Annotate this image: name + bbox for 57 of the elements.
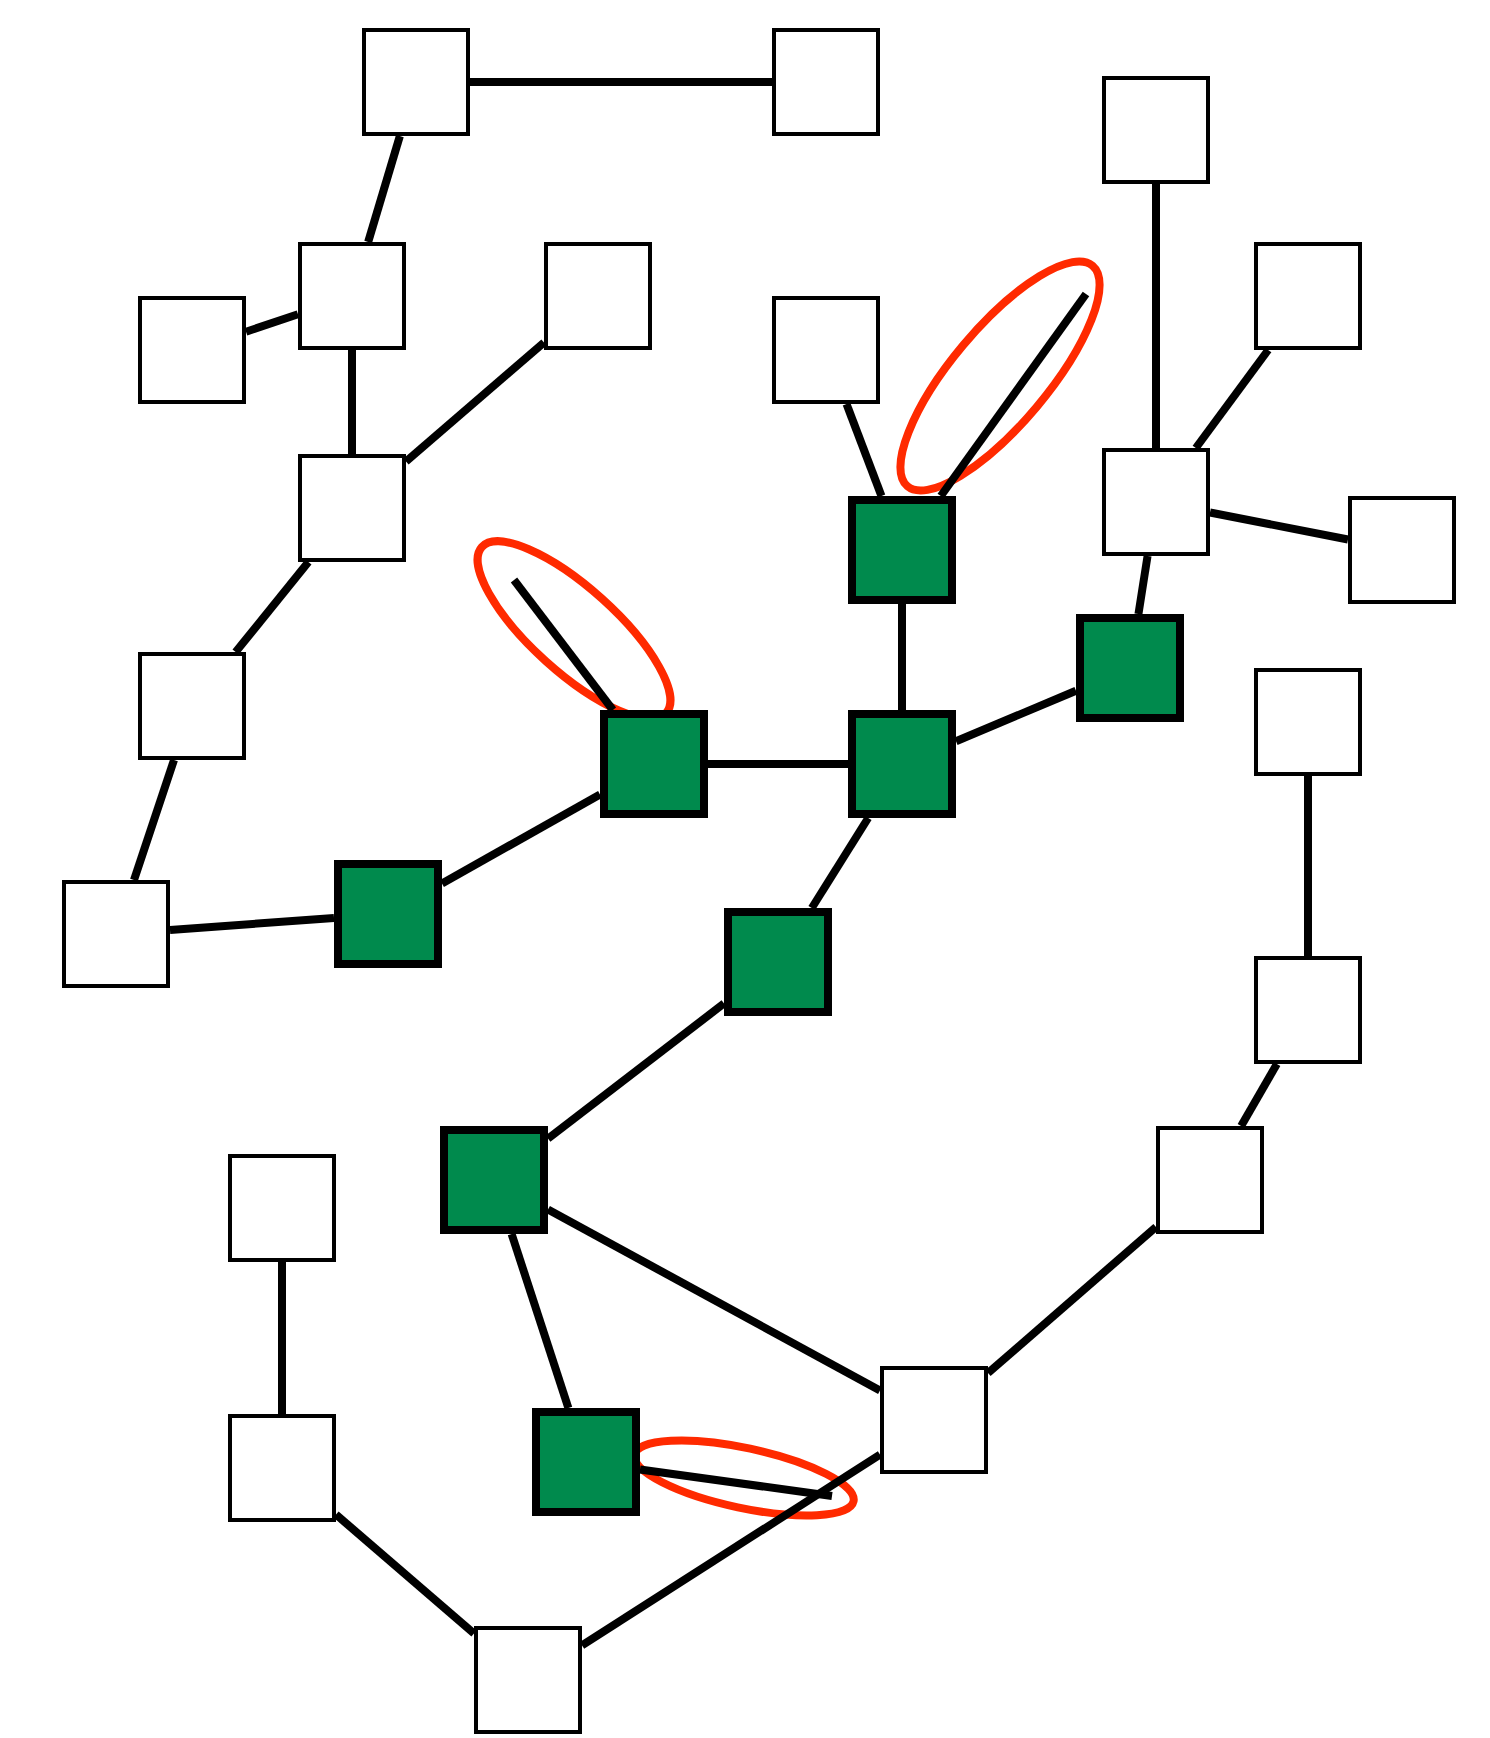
connector-line: [842, 402, 886, 498]
highlighted-node-box: [724, 908, 832, 1016]
connector-line: [244, 310, 300, 336]
connector-line: [507, 1232, 573, 1410]
node-box: [1254, 668, 1362, 776]
node-box: [228, 1154, 336, 1262]
highlighted-node-box: [532, 1408, 640, 1516]
node-box: [362, 28, 470, 136]
connector-line: [510, 577, 617, 713]
connector-line: [985, 1223, 1159, 1377]
connector-line: [1209, 508, 1349, 544]
connector-line: [333, 1511, 477, 1637]
node-box: [474, 1626, 582, 1734]
node-box: [138, 652, 246, 760]
highlighted-node-box: [334, 860, 442, 968]
connector-line: [1152, 184, 1160, 448]
highlighted-node-box: [848, 496, 956, 604]
connector-line: [1134, 555, 1152, 615]
connector-line: [1237, 1062, 1281, 1128]
node-box: [1348, 496, 1456, 604]
connector-line: [954, 687, 1078, 745]
node-box: [1254, 956, 1362, 1064]
connector-line: [232, 559, 312, 655]
connector-line: [1192, 347, 1272, 451]
node-box: [228, 1414, 336, 1522]
node-box: [138, 296, 246, 404]
connector-line: [169, 914, 335, 934]
node-box: [62, 880, 170, 988]
connector-line: [348, 350, 356, 454]
connector-line: [364, 134, 404, 244]
connector-line: [545, 1000, 727, 1142]
node-box: [772, 28, 880, 136]
node-box: [298, 454, 406, 562]
connector-line: [130, 758, 178, 882]
node-box: [544, 242, 652, 350]
connector-line: [937, 291, 1090, 499]
connector-line: [579, 1451, 883, 1649]
connector-line: [898, 604, 906, 710]
connector-line: [708, 760, 848, 768]
highlighted-node-box: [848, 710, 956, 818]
connector-line: [440, 790, 602, 888]
node-box: [1254, 242, 1362, 350]
connector-line: [1304, 776, 1312, 956]
connector-line: [403, 339, 547, 465]
node-box: [298, 242, 406, 350]
highlighted-node-box: [440, 1126, 548, 1234]
node-box: [1156, 1126, 1264, 1234]
node-box: [772, 296, 880, 404]
node-box: [1102, 448, 1210, 556]
connector-line: [470, 78, 772, 86]
node-box: [1102, 76, 1210, 184]
highlighted-node-box: [1076, 614, 1184, 722]
node-box: [880, 1366, 988, 1474]
highlighted-node-box: [600, 710, 708, 818]
connector-line: [546, 1205, 882, 1395]
connector-line: [278, 1262, 286, 1414]
connector-line: [808, 815, 872, 911]
